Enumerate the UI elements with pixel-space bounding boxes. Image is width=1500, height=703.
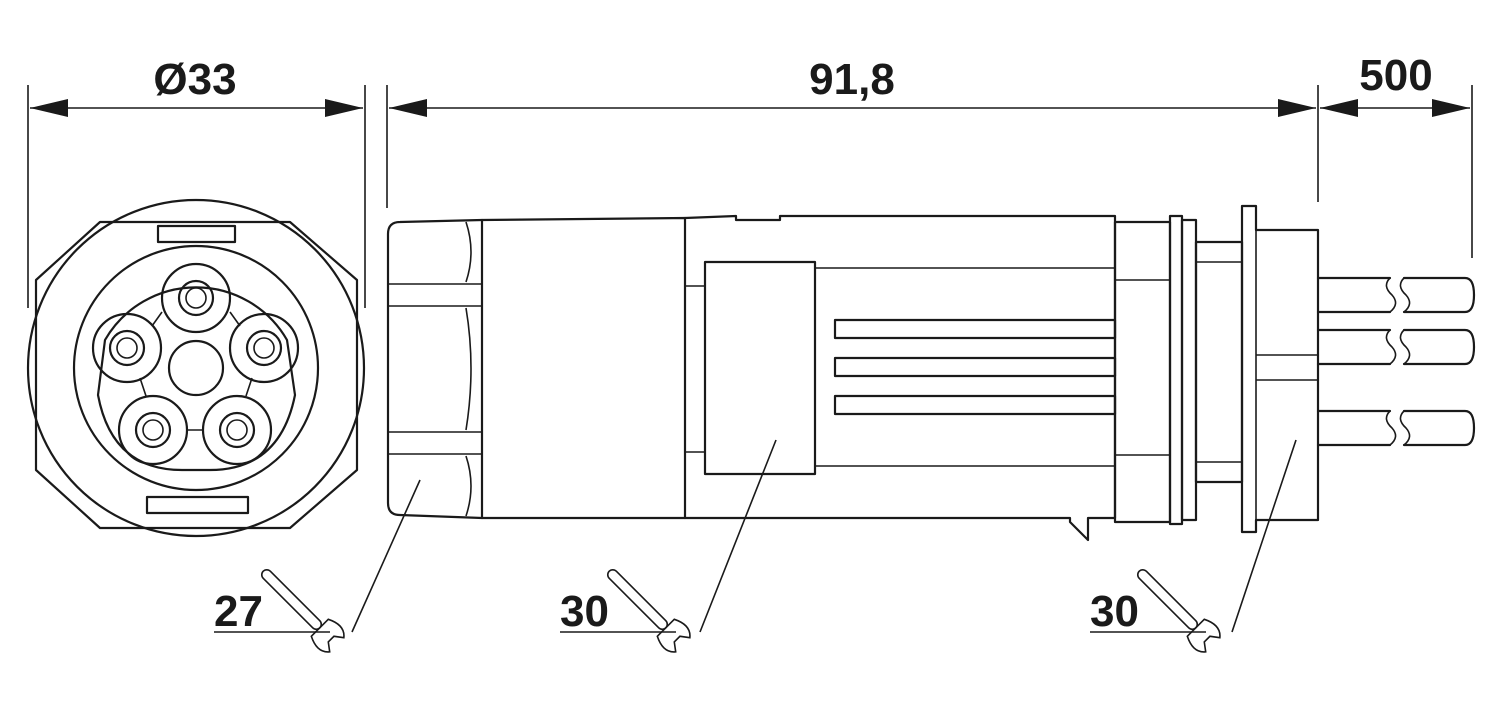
wrench-size-body-nut: 30: [560, 587, 609, 636]
wrench-icon: [260, 568, 345, 653]
hex-nut-outline: [34, 220, 359, 530]
rear-gland: [1113, 220, 1172, 524]
rear-gland-ring-2: [1180, 218, 1198, 522]
center-pin: [167, 339, 225, 397]
front-outer-ring: [26, 198, 366, 538]
dimension-length: 91,8: [386, 55, 1319, 208]
contact-top: [160, 262, 232, 334]
dimension-cable-length: 500: [1320, 51, 1473, 258]
dimension-cable-length-label: 500: [1359, 51, 1432, 100]
dimension-diameter: Ø33: [27, 55, 366, 308]
rear-gland-ring-1: [1168, 214, 1184, 526]
front-coupling-nut: [386, 216, 687, 520]
keying-slot-top: [156, 224, 237, 244]
body-rib-3: [833, 394, 1117, 416]
contact-left: [91, 312, 163, 384]
rear-neck: [1194, 240, 1244, 484]
body-rib-1: [833, 318, 1117, 340]
contact-bottom-left: [117, 394, 189, 466]
wrench-icon: [606, 568, 691, 653]
wrench-size-rear-nut: 30: [1090, 587, 1139, 636]
cable-3: [1316, 409, 1476, 447]
dimension-length-label: 91,8: [809, 55, 895, 104]
connector-body: [683, 214, 1117, 542]
cable-1: [1316, 276, 1476, 314]
wrench-size-front-nut: 27: [214, 587, 263, 636]
keying-slot-bottom: [145, 495, 250, 515]
front-inner-ring: [72, 244, 320, 492]
body-rib-2: [833, 356, 1117, 378]
body-nut-flat: [703, 260, 817, 476]
contact-bottom-right: [201, 394, 273, 466]
cable-2: [1316, 328, 1476, 366]
dimension-diameter-label: Ø33: [153, 55, 236, 104]
contact-right: [228, 312, 300, 384]
wrench-callout-front-nut: 27: [214, 479, 421, 653]
front-view: [26, 198, 366, 538]
wrench-icon: [1136, 568, 1221, 653]
wrench-callout-rear-nut: 30: [1090, 439, 1297, 653]
side-view: [386, 204, 1476, 542]
rear-flange: [1240, 204, 1320, 534]
wrench-callout-body-nut: 30: [560, 439, 777, 653]
